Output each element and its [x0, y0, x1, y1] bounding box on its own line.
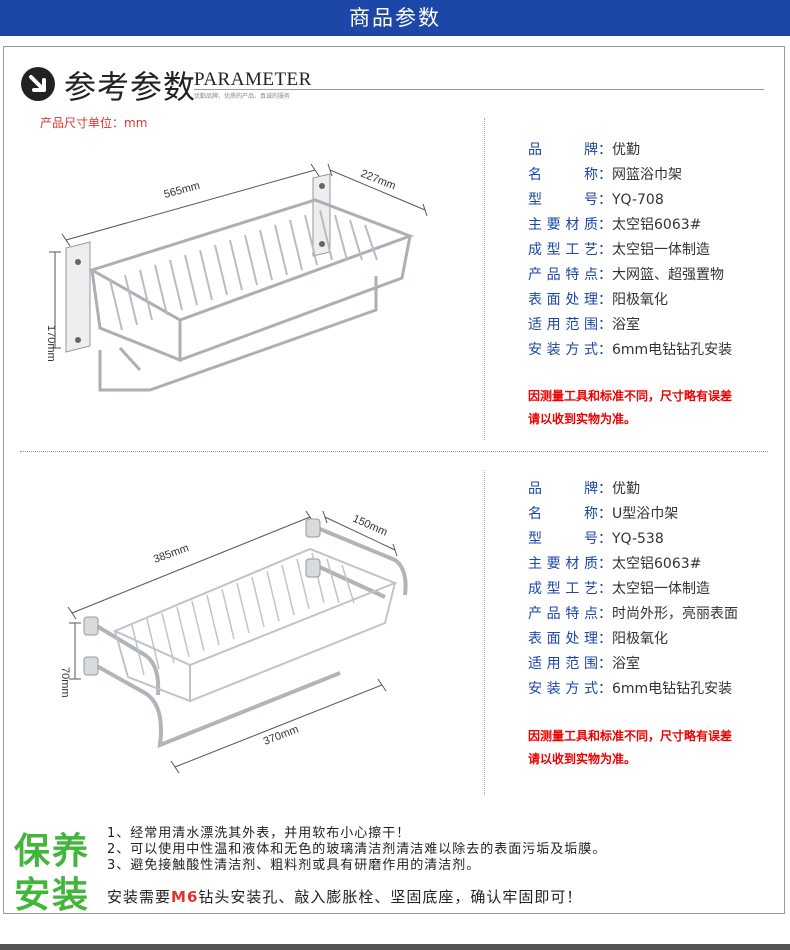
spec-row: 成型工艺：太空铝一体制造 [528, 581, 710, 597]
care-item: 3、避免接触酸性清洁剂、粗料剂或具有研磨作用的清洁剂。 [107, 858, 481, 873]
care-item: 2、可以使用中性温和液体和无色的玻璃清洁剂清洁难以除去的表面污垢及垢膜。 [107, 842, 607, 857]
spec-list: 品 牌：优勤 名 称：网篮浴巾架 型 号：YQ-708 主要材质：太空铝6063… [528, 138, 732, 363]
dim-height: 170mm [45, 325, 57, 362]
spec-row: 品 牌：优勤 [528, 142, 640, 158]
bottom-bar [0, 944, 790, 950]
content-frame [3, 46, 785, 914]
spec-list: 品 牌：优勤 名 称：U型浴巾架 型 号：YQ-538 主要材质：太空铝6063… [528, 477, 738, 702]
section-subtitle: 优勤品牌、优质的产品、真诚的服务 [194, 93, 291, 100]
spec-row: 主要材质：太空铝6063# [528, 217, 702, 233]
column-divider [484, 470, 485, 795]
product-diagram-u-rack: 385mm 150mm 70mm 370mm [59, 510, 408, 774]
page-banner: 商品参数 [0, 0, 790, 36]
section-title: 参考参数 [64, 68, 197, 106]
spec-row: 适用范围：浴室 [528, 317, 640, 333]
arrow-down-right-icon [21, 67, 55, 101]
measurement-note: 因测量工具和标准不同，尺寸略有误差 请以收到实物为准。 [528, 389, 733, 426]
install-label: 安装 [14, 874, 91, 916]
spec-row: 型 号：YQ-708 [528, 192, 664, 208]
install-instructions: 安装需要M6钻头安装孔、敲入膨胀栓、坚固底座，确认牢固即可！ [107, 888, 583, 906]
column-divider [484, 118, 485, 440]
drill-size: M6 [171, 888, 199, 906]
spec-row: 成型工艺：太空铝一体制造 [528, 242, 710, 258]
spec-row: 名 称：网篮浴巾架 [528, 167, 682, 183]
care-list: 1、经常用清水漂洗其外表，并用软布小心擦干！ 2、可以使用中性温和液体和无色的玻… [107, 826, 606, 874]
product-divider [20, 451, 768, 452]
product-diagram-basket: 565mm 227mm 170mm [45, 163, 428, 392]
spec-row: 安装方式：6mm电钻钻孔安装 [528, 681, 733, 697]
spec-row: 表面处理：阳极氧化 [528, 292, 668, 308]
measurement-note: 因测量工具和标准不同，尺寸略有误差 请以收到实物为准。 [528, 729, 733, 766]
section-title-en: PARAMETER [194, 69, 312, 90]
spec-row: 主要材质：太空铝6063# [528, 556, 702, 572]
dim-height: 70mm [59, 667, 71, 698]
spec-row: 适用范围：浴室 [528, 656, 640, 672]
care-item: 1、经常用清水漂洗其外表，并用软布小心擦干！ [107, 826, 411, 841]
care-label: 保养 [14, 830, 91, 872]
spec-row: 表面处理：阳极氧化 [528, 631, 668, 647]
spec-row: 安装方式：6mm电钻钻孔安装 [528, 342, 733, 358]
spec-row: 名 称：U型浴巾架 [528, 506, 679, 522]
spec-row: 型 号：YQ-538 [528, 531, 664, 547]
spec-row: 产品特点：大网篮、超强置物 [528, 267, 724, 283]
dim-depth: 227mm [359, 168, 398, 193]
dim-depth: 150mm [351, 513, 389, 539]
dim-length: 385mm [152, 542, 191, 566]
dim-bottom: 370mm [262, 723, 301, 747]
dim-length: 565mm [163, 180, 202, 201]
spec-row: 品 牌：优勤 [528, 481, 640, 497]
title-divider [194, 89, 764, 90]
spec-row: 产品特点：时尚外形，亮丽表面 [528, 606, 738, 622]
unit-label: 产品尺寸单位：mm [40, 116, 148, 130]
